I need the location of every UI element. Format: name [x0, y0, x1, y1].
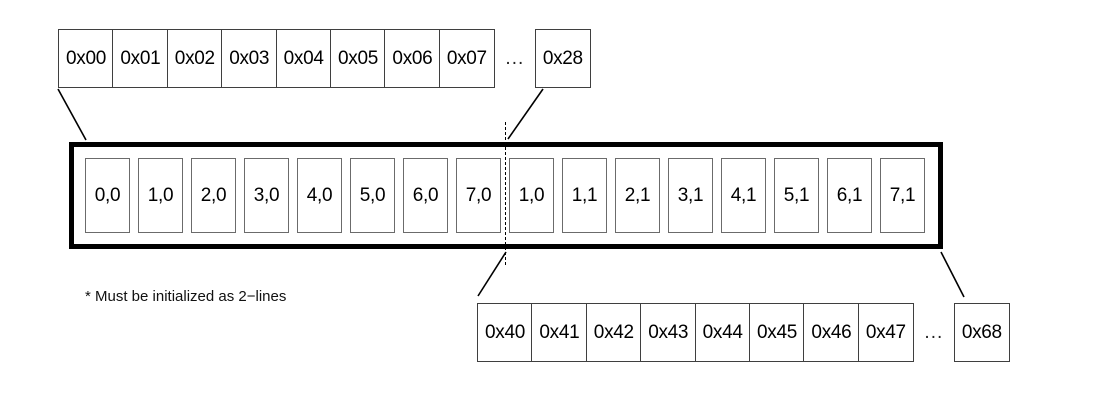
bottom-address-cell: 0x45: [749, 303, 806, 362]
top-address-cell: 0x00: [58, 29, 114, 88]
cache-line-cell: 5,1: [774, 158, 819, 233]
bottom-address-cell: 0x46: [803, 303, 860, 362]
bottom-address-cell: 0x40: [477, 303, 533, 362]
bottom-address-cell: 0x42: [585, 303, 642, 362]
leader-line-top-left: [57, 88, 87, 141]
cache-line-cell: 1,1: [562, 158, 607, 233]
bottom-address-cell: 0x47: [857, 303, 914, 362]
top-address-cell: 0x02: [166, 29, 223, 88]
bottom-address-ellipsis: ...: [924, 321, 944, 343]
cache-line-split-divider: [505, 122, 506, 265]
top-address-ellipsis: ...: [505, 47, 525, 69]
cache-line-cell: 5,0: [350, 158, 395, 233]
cache-line-cell: 1,0: [509, 158, 554, 233]
cache-line-cell: 1,0: [138, 158, 183, 233]
top-address-row: 0x00 0x01 0x02 0x03 0x04 0x05 0x06 0x07 …: [58, 29, 591, 88]
cache-line-cell: 6,0: [403, 158, 448, 233]
cache-line-cell: 4,0: [297, 158, 342, 233]
cache-line-cell: 3,1: [668, 158, 713, 233]
bottom-address-last-cell: 0x68: [953, 303, 1010, 362]
cache-line-cell: 3,0: [244, 158, 289, 233]
cache-line-cell: 4,1: [721, 158, 766, 233]
footnote-text: * Must be initialized as 2−lines: [85, 288, 287, 305]
bottom-address-cell: 0x43: [640, 303, 697, 362]
cache-line-cell: 0,0: [85, 158, 130, 233]
cache-line-cell: 6,1: [827, 158, 872, 233]
top-address-cell: 0x05: [330, 29, 387, 88]
leader-line-bottom-right: [940, 251, 965, 298]
top-address-cell: 0x01: [112, 29, 169, 88]
top-address-last-cell: 0x28: [534, 29, 591, 88]
top-address-cell: 0x06: [384, 29, 441, 88]
leader-line-top-right: [507, 88, 544, 140]
bottom-address-cell: 0x41: [531, 303, 588, 362]
cache-line-cell: 2,1: [615, 158, 660, 233]
cache-line-cell: 7,1: [880, 158, 925, 233]
top-address-cell: 0x03: [221, 29, 278, 88]
cache-line-cell: 2,0: [191, 158, 236, 233]
top-address-cell: 0x07: [438, 29, 495, 88]
top-address-cell: 0x04: [275, 29, 332, 88]
cache-line-cells: 0,0 1,0 2,0 3,0 4,0 5,0 6,0 7,0 1,0 1,1 …: [85, 158, 925, 233]
leader-line-bottom-left: [477, 251, 507, 297]
bottom-address-row: 0x40 0x41 0x42 0x43 0x44 0x45 0x46 0x47 …: [477, 303, 1010, 362]
bottom-address-cell: 0x44: [694, 303, 751, 362]
cache-line-cell: 7,0: [456, 158, 501, 233]
